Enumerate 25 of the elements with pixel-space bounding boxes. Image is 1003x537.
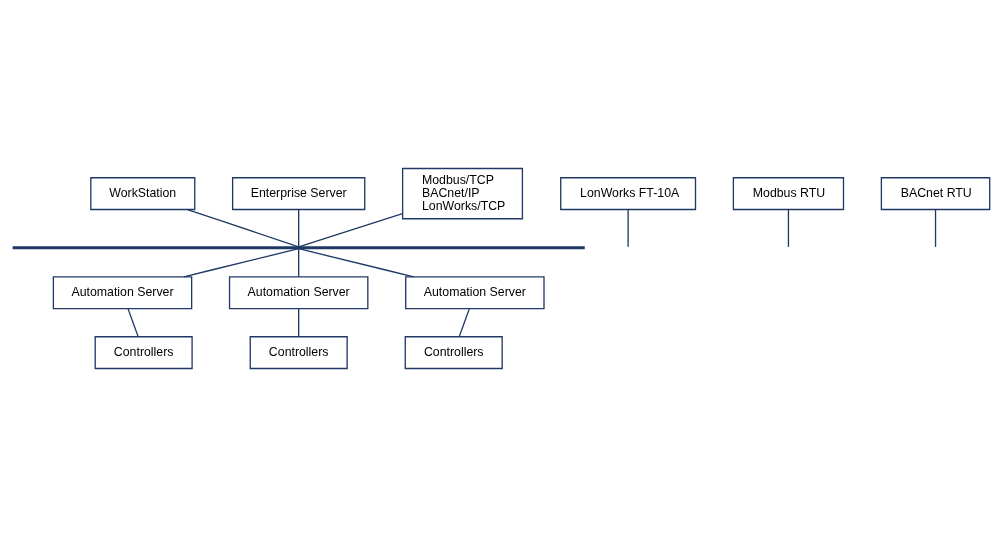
connector	[458, 308, 470, 338]
connector	[298, 248, 415, 278]
connector	[186, 208, 300, 248]
node-box: Enterprise Server	[231, 177, 366, 211]
node-bar	[12, 246, 585, 250]
connector	[627, 209, 629, 248]
connector	[127, 308, 139, 338]
node-box: Modbus/TCP BACnet/IP LonWorks/TCP	[401, 167, 524, 220]
node-box: Controllers	[249, 336, 348, 370]
node-box: Automation Server	[228, 276, 369, 310]
node-box: BACnet RTU	[880, 177, 991, 211]
connector	[298, 248, 300, 278]
connector	[298, 213, 404, 248]
node-box: LonWorks FT-10A	[560, 177, 697, 211]
node-box: Controllers	[404, 336, 503, 370]
connector	[298, 209, 300, 248]
node-box: Modbus RTU	[732, 177, 845, 211]
node-box: Controllers	[94, 336, 193, 370]
node-box: Automation Server	[52, 276, 193, 310]
node-box: WorkStation	[90, 177, 196, 211]
connector	[787, 209, 790, 248]
connector	[934, 209, 937, 248]
connector	[298, 308, 300, 338]
connector	[183, 248, 300, 278]
node-box: Automation Server	[405, 276, 545, 310]
